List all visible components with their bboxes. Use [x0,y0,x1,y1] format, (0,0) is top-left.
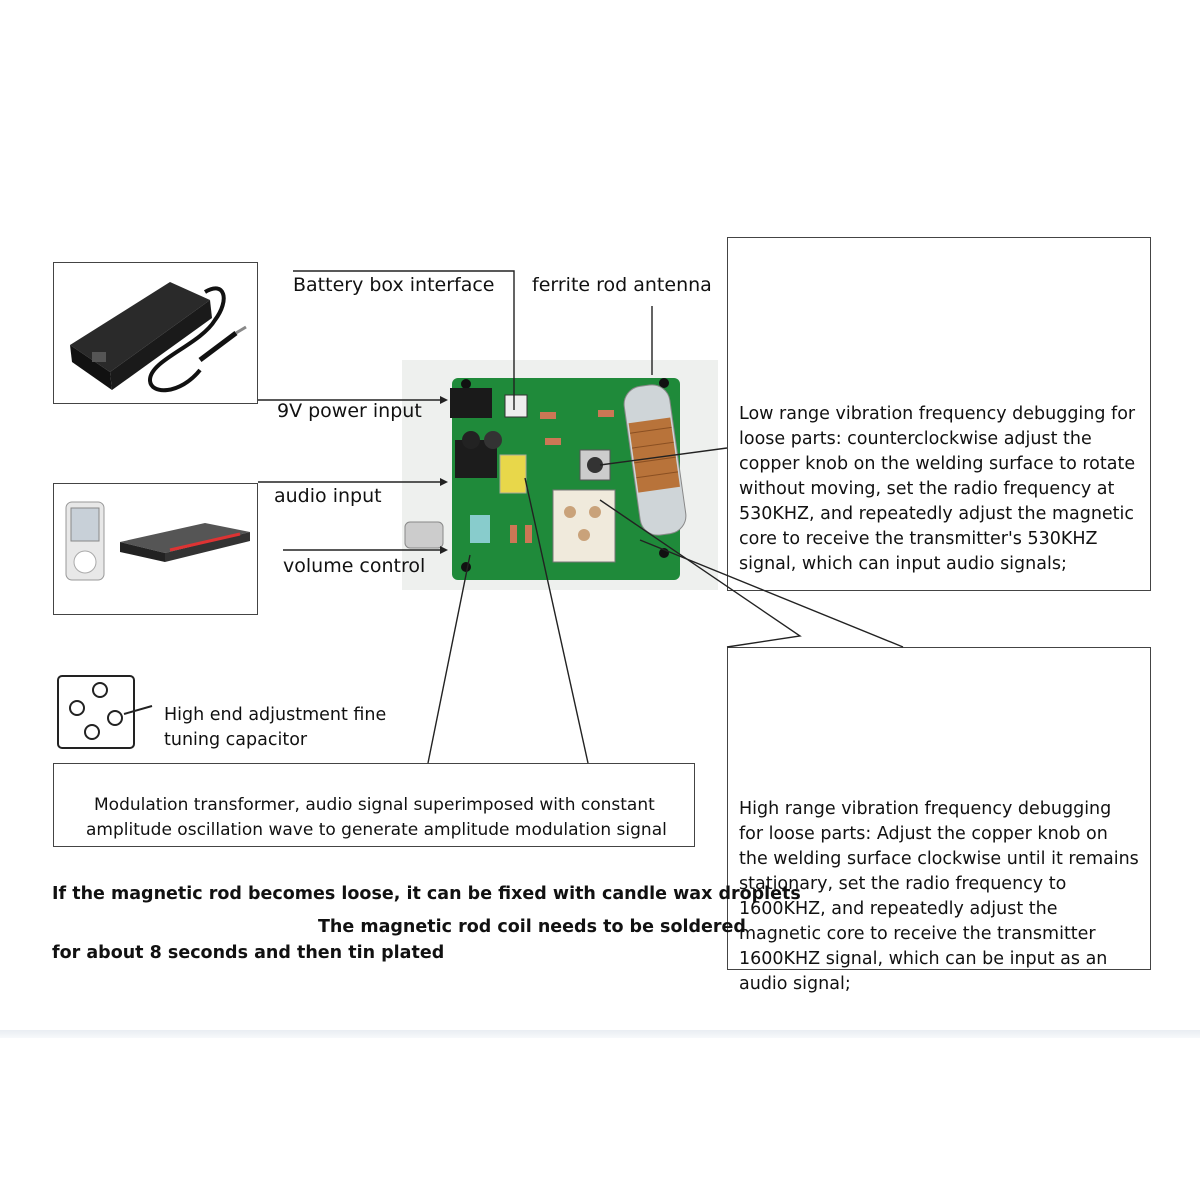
battery-box-label: Battery box interface [293,274,495,296]
note-line3: for about 8 seconds and then tin plated [52,943,445,963]
power-input-label: 9V power input [277,400,422,422]
modulation-text-line1: Modulation transformer, audio signal sup… [94,795,655,815]
note-line1: If the magnetic rod becomes loose, it ca… [52,884,801,904]
pcb-board-icon [402,360,718,590]
modulation-text-line2: amplitude oscillation wave to generate a… [86,820,667,840]
power-adapter-icon [70,282,247,393]
volume-control-label: volume control [283,555,426,577]
bottom-divider [0,1030,1200,1038]
capacitor-label-line1: High end adjustment fine [164,705,387,725]
audio-input-label: audio input [274,485,382,507]
modulation-box [53,763,695,847]
leader-lines [258,270,904,764]
low-range-box [727,237,1151,591]
low-range-text: Low range vibration frequency debugging … [739,404,1136,574]
audio-devices-icon [65,501,250,581]
high-range-text: High range vibration frequency debugging… [739,799,1139,994]
capacitor-label-line2: tuning capacitor [164,730,308,750]
capacitor-icon [57,675,153,749]
ferrite-antenna-label: ferrite rod antenna [532,274,712,296]
note-line2: The magnetic rod coil needs to be solder… [318,917,746,937]
arrowheads [440,396,448,554]
high-range-box [727,647,1151,970]
